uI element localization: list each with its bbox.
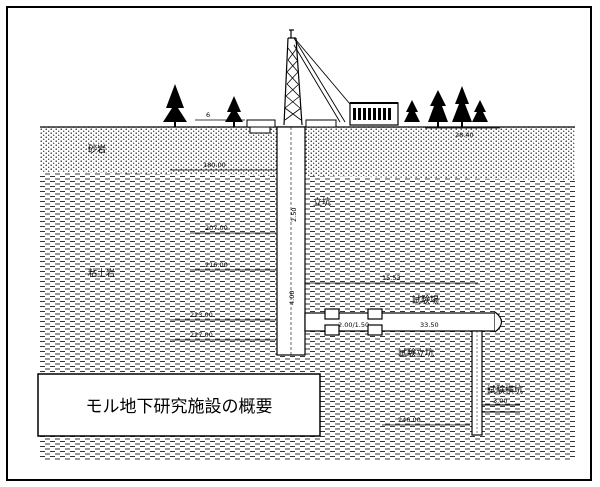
depth-246: 246.00	[398, 416, 421, 424]
test-field-label: 試験場	[412, 294, 439, 306]
shaft-dimension-1: 2.50	[290, 208, 298, 222]
gallery-level: 15.53	[382, 274, 401, 282]
building-windows	[353, 108, 391, 120]
sandstone-layer	[40, 127, 575, 180]
claystone-label: 粘土岩	[88, 267, 115, 279]
surface-platform	[246, 119, 337, 134]
depth-lines	[170, 119, 500, 426]
surface-right-value: 28.40	[455, 131, 474, 139]
diagram-frame	[6, 6, 592, 481]
depth-227: 227.00	[190, 331, 213, 339]
depth-216: 216.00	[205, 261, 228, 269]
depth-223: 223.00	[190, 311, 213, 319]
test-drift-label: 試験横坑	[487, 384, 523, 396]
trees-right	[404, 86, 488, 127]
shaft-label: 立坑	[313, 196, 331, 208]
shaft-dimension-2: 4.00	[288, 291, 296, 305]
gallery-length: 33.50	[420, 321, 439, 329]
title-box	[37, 373, 321, 437]
test-shaft	[471, 330, 483, 436]
diagram-title: モル地下研究施設の概要	[86, 397, 273, 417]
main-shaft	[276, 126, 306, 356]
sandstone-label: 砂岩	[88, 143, 106, 155]
surface-ref-value: 6	[206, 111, 210, 119]
depth-207: 207.00	[205, 224, 228, 232]
test-gallery	[304, 308, 503, 336]
gallery-dimension: 2.00/1.50	[338, 321, 369, 329]
headframe-tower	[283, 29, 351, 126]
drift-dimension: 3.00	[493, 397, 507, 405]
trees-left	[163, 84, 243, 127]
test-shaft-label: 試験立坑	[398, 347, 434, 359]
depth-180: 180.00	[203, 161, 226, 169]
